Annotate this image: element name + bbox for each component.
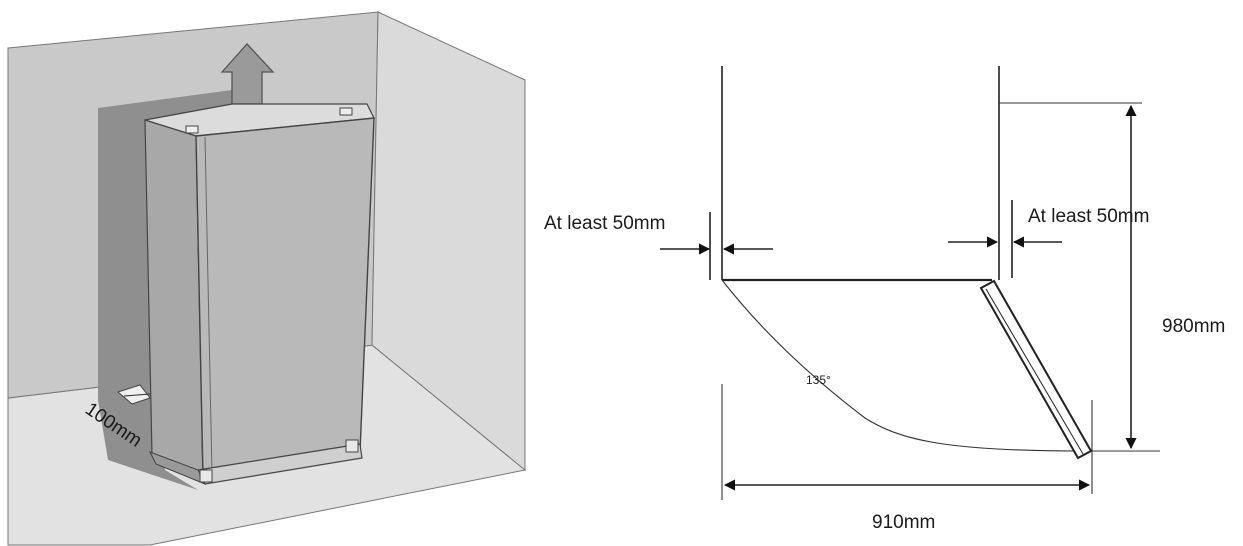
- door-angle-label: 135°: [806, 373, 831, 387]
- open-door: [979, 279, 1093, 460]
- alcove-right-wall: [371, 11, 526, 472]
- depth-dimension-label: 980mm: [1162, 316, 1225, 337]
- door-opening-diagram: At least 50mm At least 50mm 135° 980mm 9…: [544, 66, 1225, 533]
- width-dimension-label: 910mm: [872, 512, 935, 533]
- left-gap-label: At least 50mm: [544, 213, 665, 234]
- door-swing-arc: [721, 279, 1083, 452]
- wall-clearance-marker: [116, 384, 151, 405]
- alcove-illustration: 100mm: [7, 11, 527, 546]
- airflow-up-arrow-icon: [220, 43, 275, 105]
- fridge-body: [144, 103, 375, 485]
- right-gap-label: At least 50mm: [1028, 206, 1149, 227]
